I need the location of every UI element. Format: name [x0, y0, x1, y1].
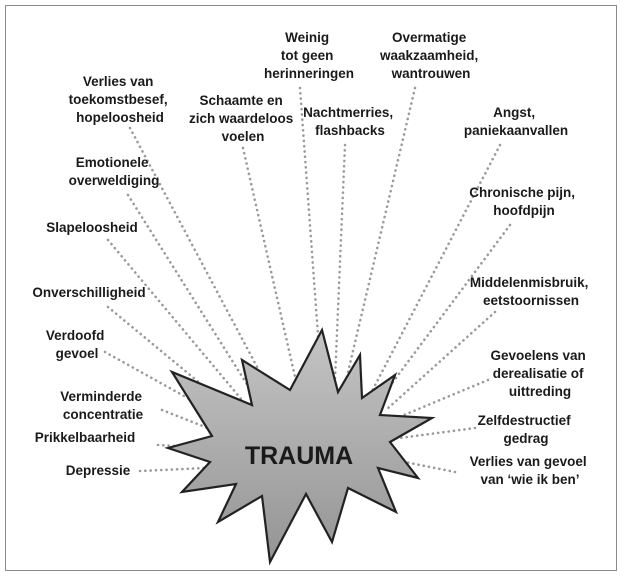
label-onverschilligheid: Onverschilligheid — [32, 285, 145, 300]
connector-nachtmerries — [333, 143, 347, 382]
connector-emotionele-overweldiging — [126, 193, 262, 407]
connector-schaamte — [241, 146, 300, 392]
label-derealisatie: Gevoelens van derealisatie of uittreding — [490, 348, 589, 399]
connector-middelenmisbruik — [384, 310, 497, 412]
label-slapeloosheid: Slapeloosheid — [46, 220, 138, 235]
label-chronische-pijn: Chronische pijn, hoofdpijn — [469, 185, 579, 218]
connector-depressie — [138, 466, 207, 473]
connector-chronische-pijn — [376, 223, 512, 404]
label-verlies-toekomstbesef: Verlies van toekomstbesef, hopeloosheid — [69, 74, 172, 125]
label-verlies-gevoel: Verlies van gevoel van ‘wie ik ben’ — [470, 454, 591, 487]
label-schaamte: Schaamte en zich waardeloos voelen — [189, 93, 297, 144]
connector-verdoofd-gevoel — [103, 350, 238, 427]
connector-derealisatie — [390, 378, 490, 422]
label-overmatige-waakzaamheid: Overmatige waakzaamheid, wantrouwen — [379, 30, 482, 81]
trauma-label: TRAUMA — [245, 442, 353, 470]
label-emotionele-overweldiging: Emotionele overweldiging — [69, 155, 160, 188]
connector-zelfdestructief — [398, 426, 477, 440]
connector-overmatige-waakzaamheid — [343, 86, 417, 387]
label-angst: Angst, paniekaanvallen — [464, 105, 568, 138]
connector-angst — [368, 143, 502, 397]
label-verdoofd-gevoel: Verdoofd gevoel — [46, 328, 108, 361]
connector-verlies-gevoel — [403, 460, 457, 474]
label-depressie: Depressie — [66, 463, 131, 478]
label-zelfdestructief: Zelfdestructief gedrag — [478, 413, 575, 446]
label-middelenmisbruik: Middelenmisbruik, eetstoornissen — [470, 275, 592, 308]
trauma-starburst — [164, 326, 436, 566]
label-weinig-herinneringen: Weinig tot geen herinneringen — [264, 30, 354, 81]
label-verminderde-concentratie: Verminderde concentratie — [60, 389, 146, 422]
label-nachtmerries: Nachtmerries, flashbacks — [303, 105, 397, 138]
connector-slapeloosheid — [106, 238, 254, 414]
label-prikkelbaarheid: Prikkelbaarheid — [35, 430, 136, 445]
connector-verminderde-concentratie — [160, 408, 220, 434]
